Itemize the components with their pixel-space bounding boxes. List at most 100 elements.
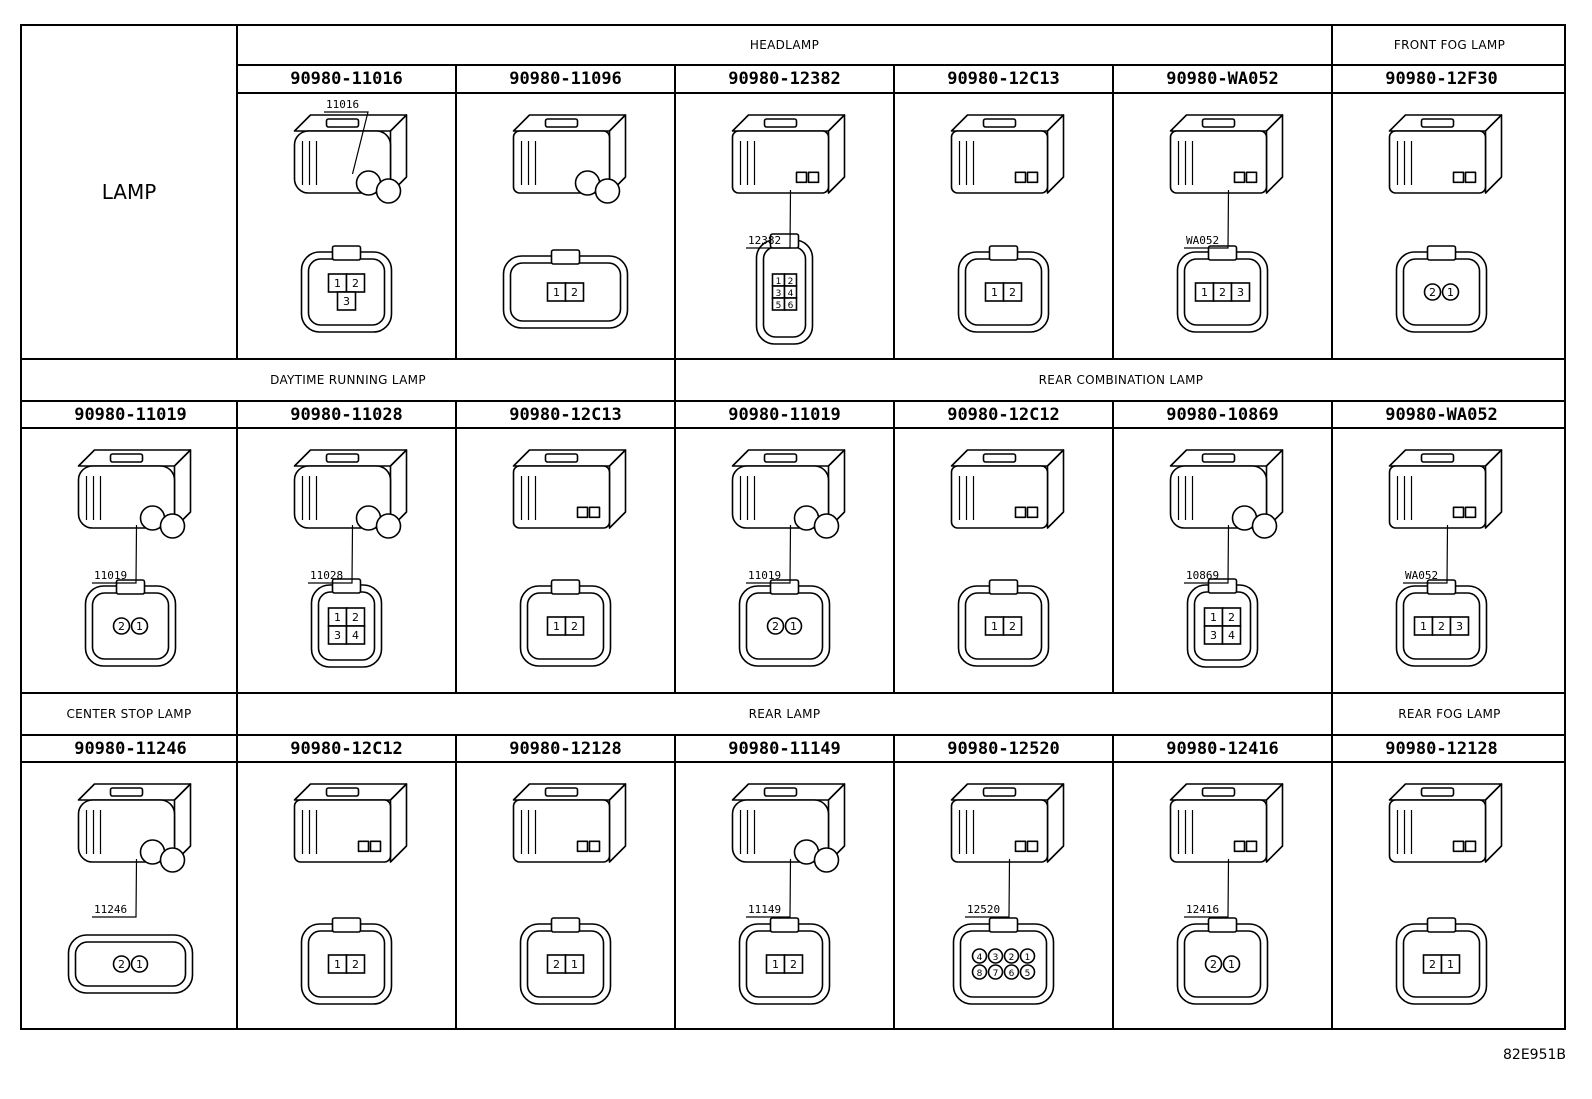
pin-number: 2 <box>1228 611 1235 624</box>
callout-leader <box>1184 524 1230 584</box>
pin-number: 3 <box>993 953 999 963</box>
grid-line <box>236 692 238 1030</box>
callout-leader <box>92 858 138 918</box>
part-number: 90980-11246 <box>74 738 187 759</box>
pin-number: 1 <box>334 958 341 971</box>
pin-number: 1 <box>571 958 578 971</box>
callout-leader <box>308 524 354 584</box>
grid-line <box>893 64 895 360</box>
part-number: 90980-12128 <box>509 738 622 759</box>
section-header-daytime-running-lamp: DAYTIME RUNNING LAMP <box>270 373 426 387</box>
pin-number: 1 <box>790 620 797 633</box>
callout-leader <box>746 858 792 918</box>
grid-line <box>22 427 1566 429</box>
pin-number: 4 <box>1228 629 1235 642</box>
pin-number: 5 <box>776 301 782 311</box>
part-number: 90980-11028 <box>290 404 403 425</box>
part-number: 90980-12382 <box>728 69 841 89</box>
grid-line <box>1112 64 1114 360</box>
connector-chart: LAMP HEADLAMP FRONT FOG LAMP DAYTIME RUN… <box>20 24 1566 1030</box>
callout-leader <box>965 858 1011 918</box>
pin-number: 2 <box>553 958 560 971</box>
grid-line <box>1331 26 1333 360</box>
pin-number: 1 <box>991 286 998 299</box>
pin-number: 2 <box>352 958 359 971</box>
pin-number: 2 <box>1429 958 1436 971</box>
pin-number: 2 <box>1009 286 1016 299</box>
callout-leader <box>746 524 792 584</box>
section-header-rear-combination-lamp: REAR COMBINATION LAMP <box>1038 373 1204 387</box>
section-header-headlamp: HEADLAMP <box>749 38 820 52</box>
callout-label: 11016 <box>326 98 359 111</box>
callout-leader <box>1184 189 1230 249</box>
part-number: 90980-12F30 <box>1385 69 1498 89</box>
grid-line <box>674 734 676 1030</box>
pin-number: 5 <box>1025 969 1031 979</box>
pin-number: 6 <box>1009 969 1015 979</box>
pin-number: 1 <box>553 620 560 633</box>
pin-number: 1 <box>1447 286 1454 299</box>
grid-line <box>22 692 1566 694</box>
pin-number: 1 <box>334 611 341 624</box>
section-header-center-stop-lamp: CENTER STOP LAMP <box>66 707 192 721</box>
section-header-rear-lamp: REAR LAMP <box>748 707 821 721</box>
pin-number: 1 <box>136 958 143 971</box>
pin-number: 1 <box>1201 286 1208 299</box>
grid-line <box>893 400 895 694</box>
pin-number: 1 <box>1228 958 1235 971</box>
grid-line <box>1112 734 1114 1030</box>
pin-number: 4 <box>352 629 359 642</box>
part-number: 90980-11019 <box>728 404 841 425</box>
grid-line <box>238 92 1566 94</box>
part-number: 90980-11149 <box>728 738 841 759</box>
pin-number: 2 <box>1009 953 1015 963</box>
pin-number: 1 <box>772 958 779 971</box>
pin-number: 7 <box>993 969 999 979</box>
grid-line <box>236 26 238 360</box>
pin-number: 1 <box>553 286 560 299</box>
callout-label: 12382 <box>748 234 781 247</box>
pin-number: 4 <box>977 953 983 963</box>
part-number: 90980-12128 <box>1385 738 1498 759</box>
pin-number: 2 <box>352 277 359 290</box>
callout-leader <box>1184 858 1230 918</box>
reference-code: 82E951B <box>1503 1047 1566 1063</box>
grid-line <box>22 734 1566 736</box>
grid-line <box>674 64 676 360</box>
callout-label: 10869 <box>1186 569 1219 582</box>
callout-label: 11028 <box>310 569 343 582</box>
pin-number: 2 <box>571 620 578 633</box>
pin-number: 3 <box>334 629 341 642</box>
pin-number: 8 <box>977 969 983 979</box>
grid-line <box>674 358 676 694</box>
part-number: 90980-12520 <box>947 738 1060 759</box>
pin-number: 1 <box>334 277 341 290</box>
callout-label: WA052 <box>1405 569 1438 582</box>
